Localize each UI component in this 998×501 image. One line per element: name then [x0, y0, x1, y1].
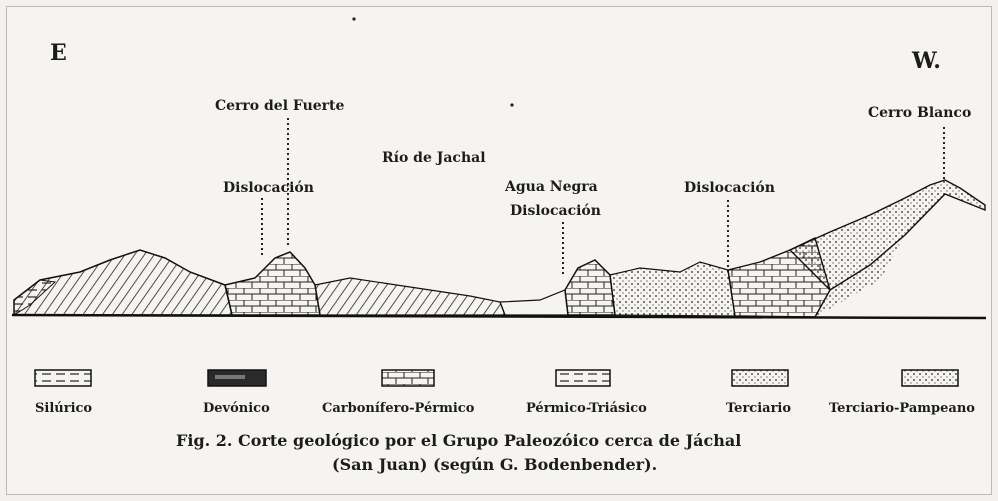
scan-speck [352, 17, 356, 21]
label-rio-de-jachal: Río de Jachal [382, 150, 486, 166]
legend-label-terciario: Terciario [726, 401, 791, 416]
cerro-blanco-lower [815, 235, 905, 317]
cerro-blanco-slope [788, 179, 986, 291]
legend-silurico: Silúrico [34, 369, 92, 416]
legend-swatch-devonico-stripe [215, 375, 245, 379]
label-dislocacion-right: Dislocación [684, 180, 775, 196]
west-label: W. [911, 48, 941, 74]
label-agua-negra: Agua Negra [504, 179, 598, 195]
label-cerro-del-fuerte: Cerro del Fuerte [215, 98, 345, 114]
valley [499, 289, 569, 316]
legend-swatch-carbonifero [381, 369, 435, 387]
jachal-slope [314, 277, 506, 316]
legend-label-devonico: Devónico [203, 401, 270, 416]
legend-terciario-pampeano: Terciario-Pampeano [829, 369, 975, 416]
label-agua-negra-dislocacion: Dislocación [510, 203, 601, 219]
cerro-del-fuerte-body [224, 251, 321, 316]
middle-dotted-zone [609, 261, 736, 317]
legend-label-carbonifero: Carbonífero-Pérmico [322, 401, 475, 416]
legend-terciario: Terciario [726, 369, 791, 416]
legend-swatch-terciario [731, 369, 789, 387]
left-band [13, 279, 57, 316]
scan-speck [510, 103, 514, 107]
legend-label-silurico: Silúrico [35, 401, 92, 416]
legend: Silúrico Devónico Carbonífero-Pérmico Pé… [34, 369, 975, 416]
legend-label-permico: Pérmico-Triásico [526, 401, 647, 416]
east-label: E [50, 40, 67, 66]
legend-permico: Pérmico-Triásico [526, 369, 647, 416]
caption-line-1: Fig. 2. Corte geológico por el Grupo Pal… [176, 431, 741, 450]
label-cerro-blanco: Cerro Blanco [868, 105, 971, 121]
leader-lines [261, 118, 945, 275]
caption-line-2: (San Juan) (según G. Bodenbender). [332, 455, 657, 474]
legend-swatch-silurico [34, 369, 92, 387]
agua-negra-body [564, 259, 616, 316]
legend-carbonifero: Carbonífero-Pérmico [322, 369, 475, 416]
label-dislocacion-left: Dislocación [223, 180, 314, 196]
silurico-hill [13, 249, 233, 316]
legend-devonico: Devónico [203, 369, 270, 416]
legend-label-terciario-pampeano: Terciario-Pampeano [829, 401, 975, 416]
legend-swatch-terciario-pampeano [901, 369, 959, 387]
legend-swatch-permico [555, 369, 611, 387]
